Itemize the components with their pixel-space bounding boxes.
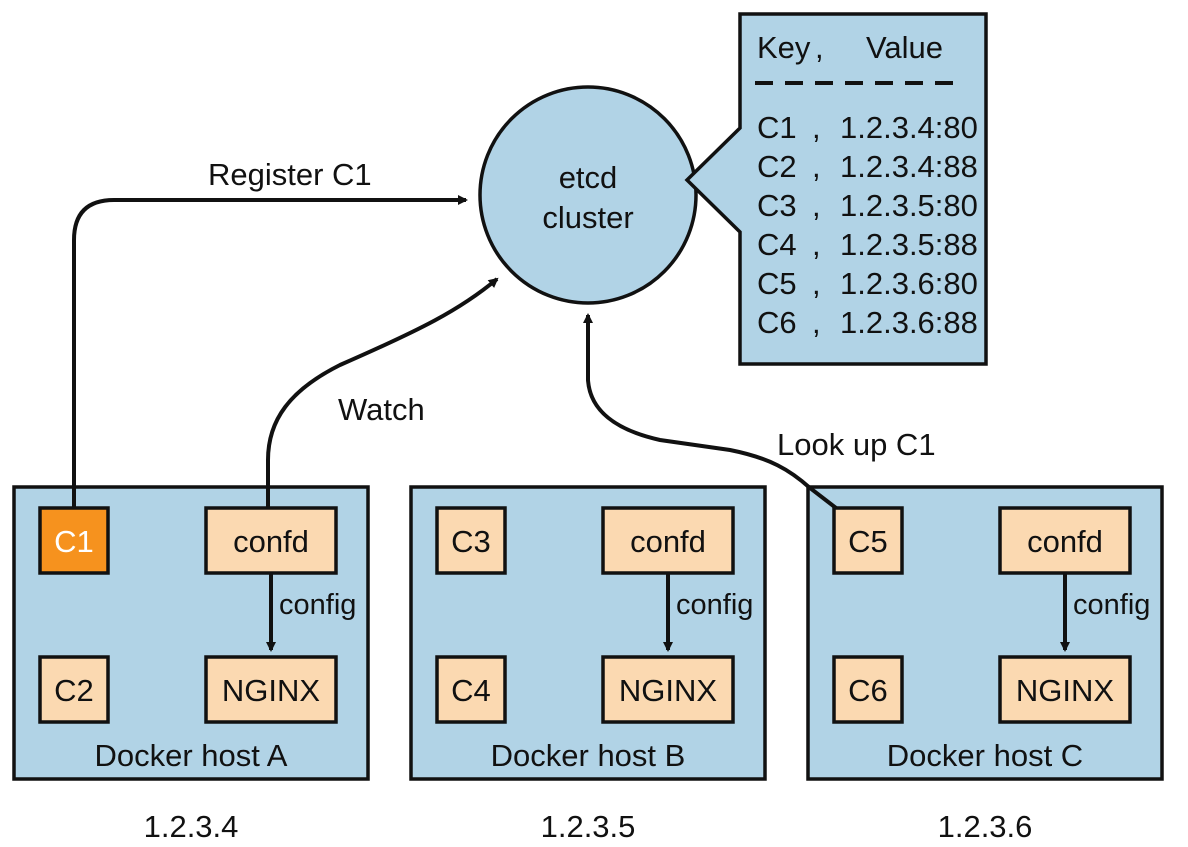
container-bottom-box bbox=[38, 655, 110, 724]
kv-callout-shape bbox=[684, 12, 988, 366]
kv-row-key: C5 bbox=[757, 266, 797, 301]
nginx-box bbox=[998, 655, 1132, 724]
host-ip-label: 1.2.3.6 bbox=[938, 809, 1033, 844]
host-ip-label: 1.2.3.4 bbox=[144, 809, 239, 844]
confd-box bbox=[601, 506, 735, 575]
kv-row-value: 1.2.3.5:80 bbox=[840, 188, 978, 223]
arrows: Register C1 Watch Look up C1 bbox=[72, 157, 936, 510]
config-label: config bbox=[1073, 589, 1150, 621]
nginx-label: NGINX bbox=[222, 673, 321, 708]
kv-header-value: Value bbox=[866, 30, 943, 65]
confd-label: confd bbox=[1027, 524, 1103, 559]
config-label: config bbox=[676, 589, 753, 621]
kv-row-key: C3 bbox=[757, 188, 797, 223]
container-top-label: C1 bbox=[54, 524, 94, 559]
container-top-label: C3 bbox=[451, 524, 491, 559]
container-top-box bbox=[832, 506, 904, 575]
kv-row-key: C2 bbox=[757, 149, 797, 184]
kv-row-value: 1.2.3.5:88 bbox=[840, 227, 978, 262]
container-bottom-box bbox=[435, 655, 507, 724]
kv-row-sep: , bbox=[812, 305, 821, 340]
container-bottom-label: C4 bbox=[451, 673, 491, 708]
kv-row-value: 1.2.3.6:88 bbox=[840, 305, 978, 340]
host-ip-label: 1.2.3.5 bbox=[541, 809, 636, 844]
watch-label: Watch bbox=[338, 392, 425, 427]
kv-row-value: 1.2.3.4:88 bbox=[840, 149, 978, 184]
nginx-box bbox=[601, 655, 735, 724]
kv-row-sep: , bbox=[812, 227, 821, 262]
confd-label: confd bbox=[233, 524, 309, 559]
kv-row-key: C1 bbox=[757, 110, 797, 145]
kv-row-sep: , bbox=[812, 188, 821, 223]
etcd-cluster: etcd cluster bbox=[478, 85, 698, 305]
kv-row-sep: , bbox=[812, 266, 821, 301]
confd-label: confd bbox=[630, 524, 706, 559]
container-bottom-box bbox=[832, 655, 904, 724]
kv-row-sep: , bbox=[812, 149, 821, 184]
docker-host-name: Docker host B bbox=[491, 738, 686, 773]
lookup-arrow bbox=[583, 313, 838, 510]
kv-header-sep: , bbox=[815, 30, 824, 65]
etcd-circle bbox=[478, 85, 698, 305]
docker-host-name: Docker host A bbox=[95, 738, 288, 773]
kv-row-sep: , bbox=[812, 110, 821, 145]
kv-row-key: C4 bbox=[757, 227, 797, 262]
nginx-box bbox=[204, 655, 338, 724]
register-label: Register C1 bbox=[208, 157, 372, 192]
kv-row-value: 1.2.3.6:80 bbox=[840, 266, 978, 301]
watch-arrow bbox=[266, 277, 499, 508]
register-arrow bbox=[72, 195, 468, 508]
container-top-label: C5 bbox=[848, 524, 888, 559]
lookup-label: Look up C1 bbox=[777, 427, 936, 462]
confd-box bbox=[998, 506, 1132, 575]
kv-row-value: 1.2.3.4:80 bbox=[840, 110, 978, 145]
kv-row-key: C6 bbox=[757, 305, 797, 340]
kv-header-key: Key bbox=[757, 30, 811, 65]
container-bottom-label: C6 bbox=[848, 673, 888, 708]
etcd-label-line2: cluster bbox=[542, 200, 633, 235]
container-top-box bbox=[435, 506, 507, 575]
config-label: config bbox=[279, 589, 356, 621]
container-bottom-label: C2 bbox=[54, 673, 94, 708]
nginx-label: NGINX bbox=[619, 673, 718, 708]
etcd-label-line1: etcd bbox=[559, 160, 618, 195]
docker-host-name: Docker host C bbox=[887, 738, 1083, 773]
confd-box bbox=[204, 506, 338, 575]
nginx-label: NGINX bbox=[1016, 673, 1115, 708]
